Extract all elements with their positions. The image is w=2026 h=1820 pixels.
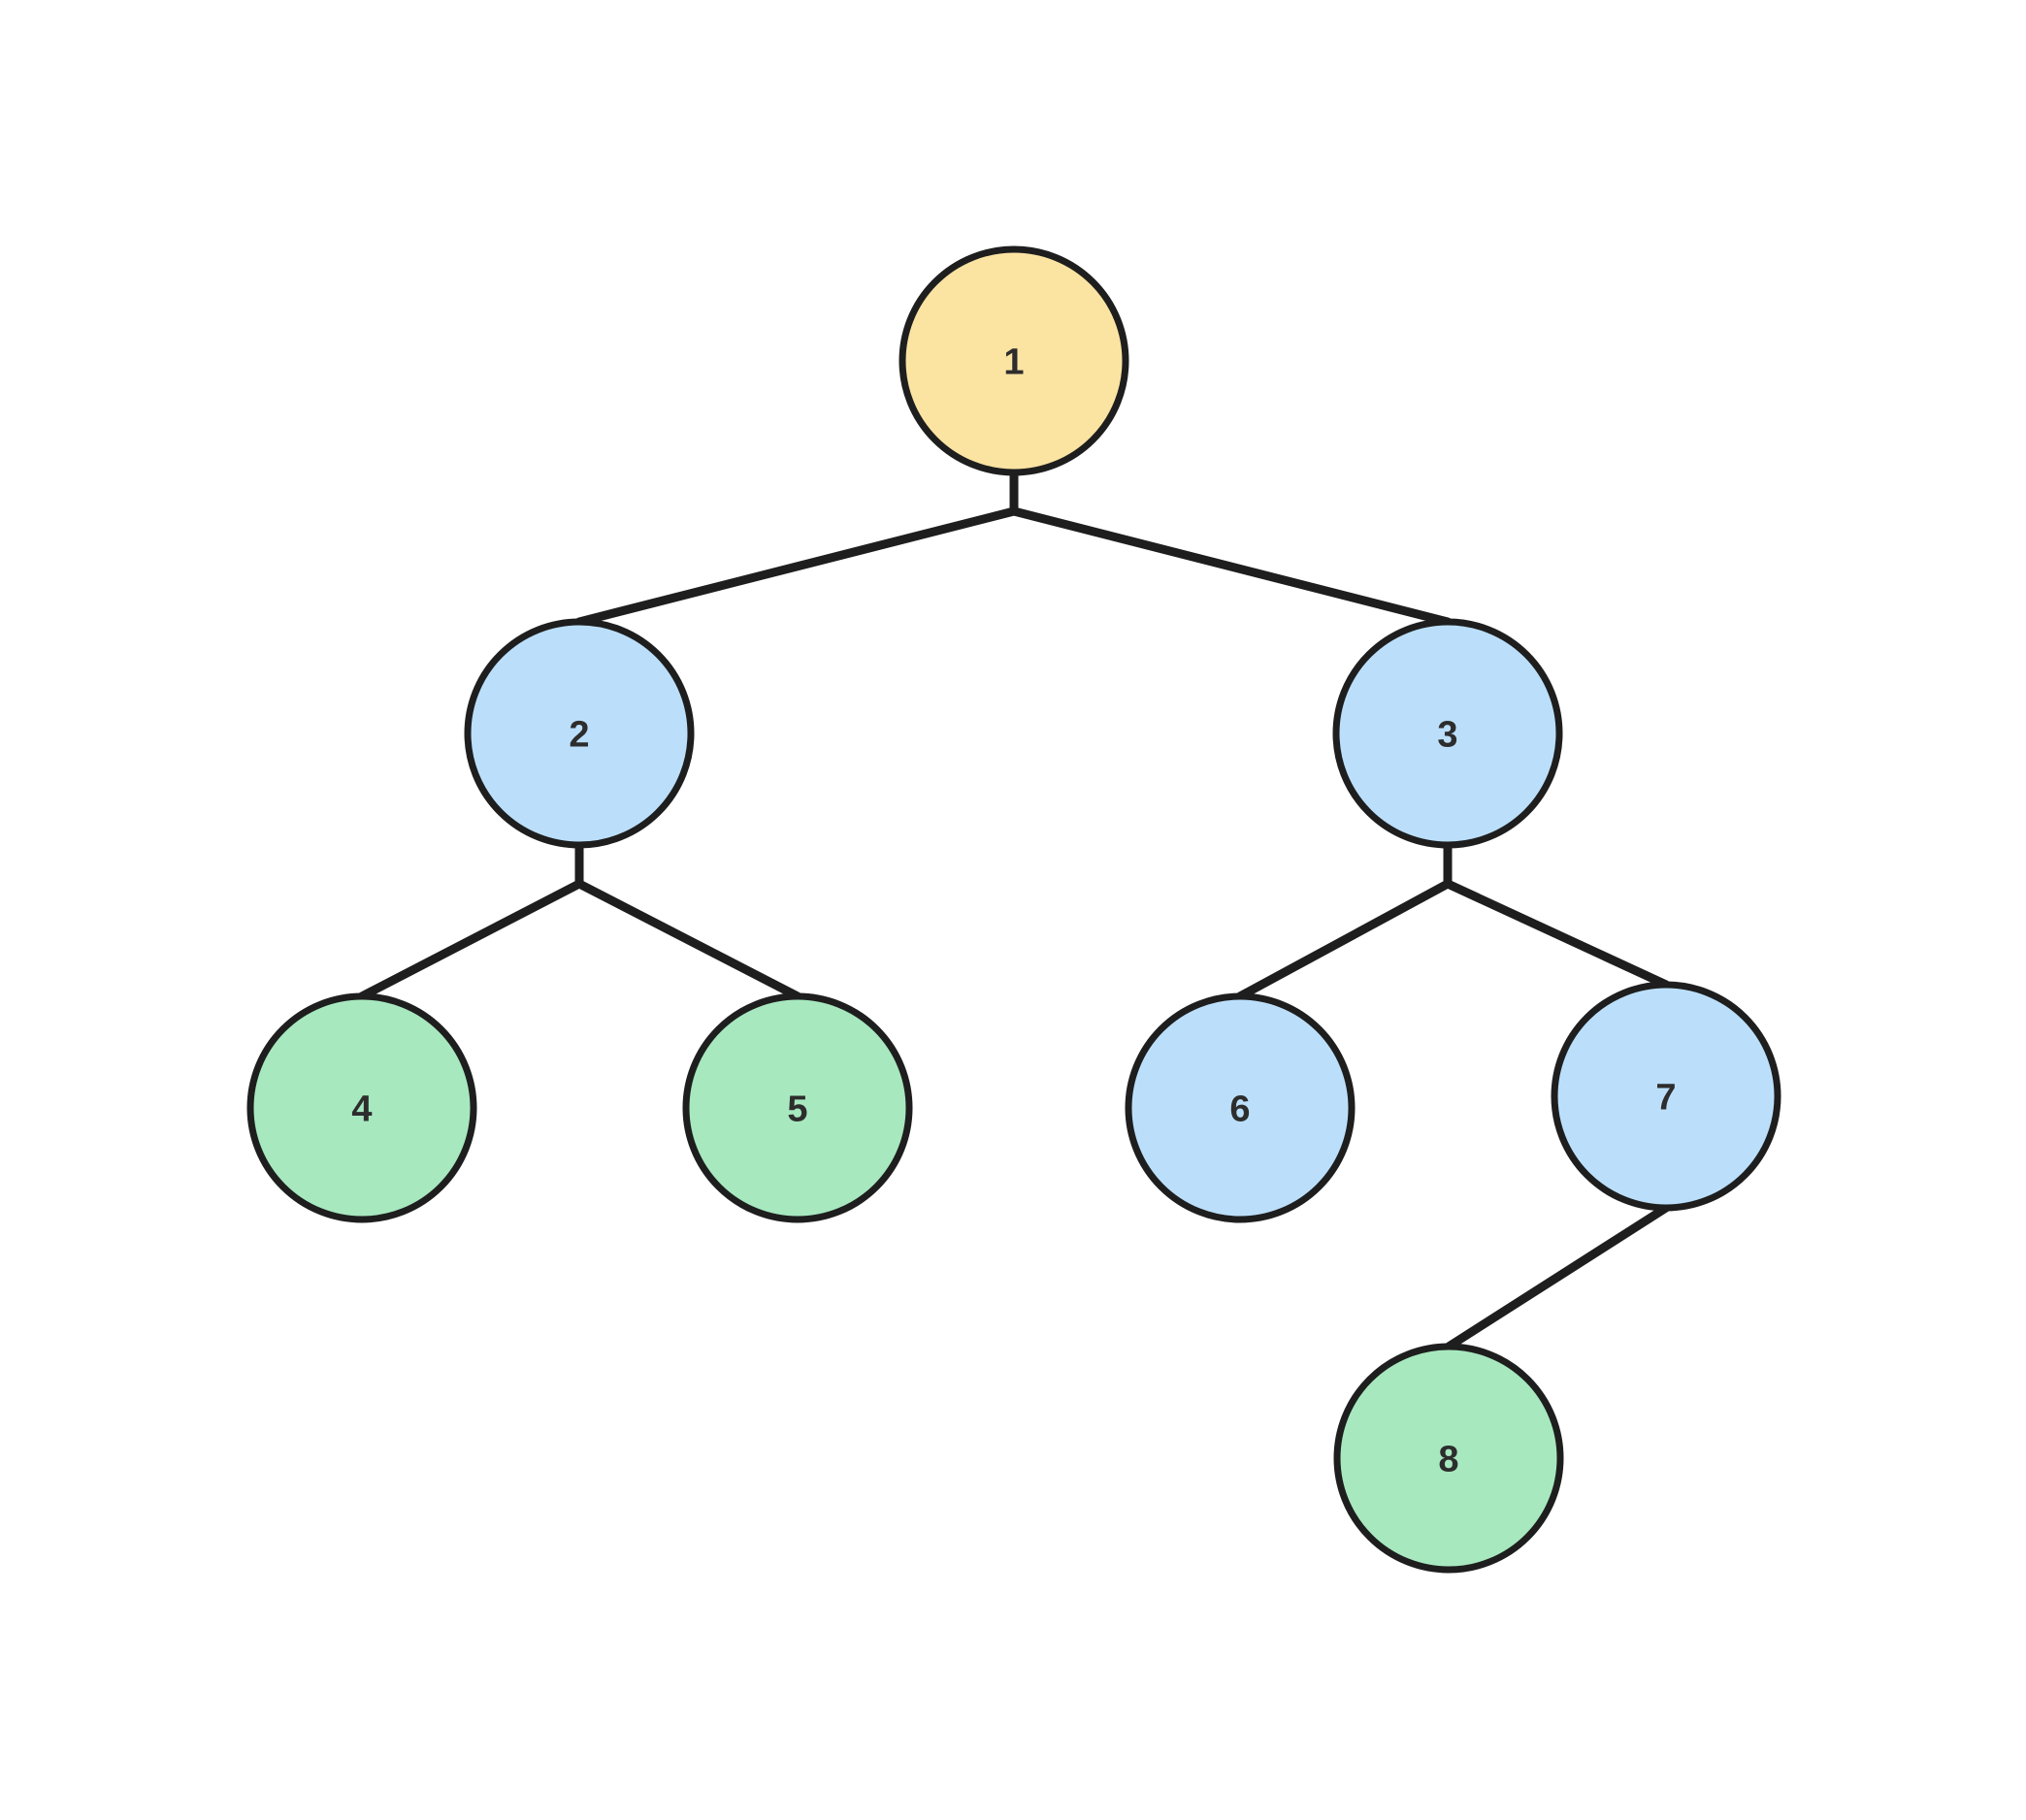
tree-node-5[interactable]: 5: [682, 992, 913, 1223]
tree-node-1[interactable]: 1: [899, 245, 1129, 476]
tree-node-6[interactable]: 6: [1125, 992, 1356, 1223]
node-circle-blue-internal[interactable]: [464, 618, 695, 849]
tree-node-4[interactable]: 4: [246, 992, 477, 1223]
edges-layer: [357, 468, 1671, 1351]
edge-1-3: [1009, 506, 1453, 627]
edge-2-4: [357, 879, 584, 1001]
edge-1-2: [574, 506, 1019, 627]
node-circle-blue-internal[interactable]: [1332, 618, 1563, 849]
node-circle-green-leaf[interactable]: [1333, 1343, 1564, 1574]
tree-node-2[interactable]: 2: [464, 618, 695, 849]
edge-3-7: [1443, 879, 1671, 990]
node-circle-green-leaf[interactable]: [246, 992, 477, 1223]
tree-node-3[interactable]: 3: [1332, 618, 1563, 849]
edge-7-8: [1444, 1203, 1671, 1351]
node-circle-blue-internal[interactable]: [1551, 981, 1781, 1212]
node-circle-blue-internal[interactable]: [1125, 992, 1356, 1223]
edge-3-6: [1235, 879, 1453, 1001]
tree-node-8[interactable]: 8: [1333, 1343, 1564, 1574]
edge-2-5: [574, 879, 802, 1001]
node-circle-yellow-root[interactable]: [899, 245, 1129, 476]
node-circle-green-leaf[interactable]: [682, 992, 913, 1223]
tree-node-7[interactable]: 7: [1551, 981, 1781, 1212]
